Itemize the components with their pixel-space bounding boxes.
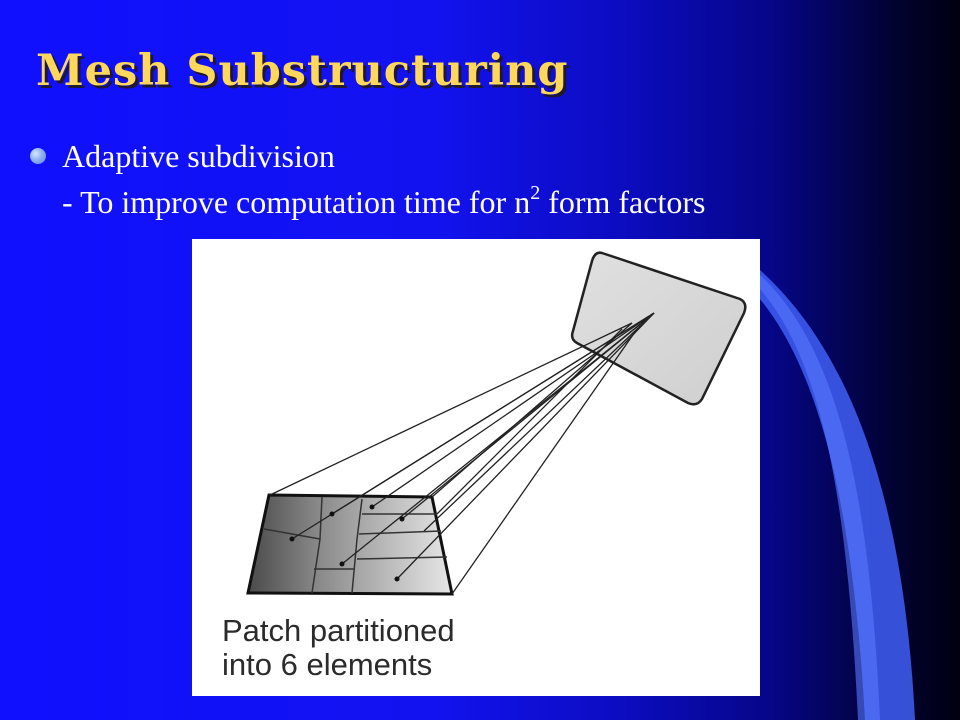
slide-title: Mesh Substructuring [36,46,569,96]
bullet-subtext: - To improve computation time for n2 for… [62,182,705,222]
ray-points [289,504,405,582]
form-factor-rays [269,312,655,595]
figure-caption: Patch partitioned into 6 elements [222,614,455,682]
bullet-dot-icon [30,148,46,164]
subtext-prefix: - To improve computation time for n [62,184,531,220]
caption-line-2: into 6 elements [222,647,433,682]
subtext-suffix: form factors [540,184,706,220]
receiving-patch [246,493,454,596]
bullet-text: Adaptive subdivision [62,138,335,174]
caption-line-1: Patch partitioned [222,613,455,648]
element-boundaries [263,496,448,594]
subtext-superscript: 2 [530,182,541,204]
source-patch [570,251,747,406]
patch-diagram [246,251,747,596]
figure-panel: Patch partitioned into 6 elements [192,239,760,696]
